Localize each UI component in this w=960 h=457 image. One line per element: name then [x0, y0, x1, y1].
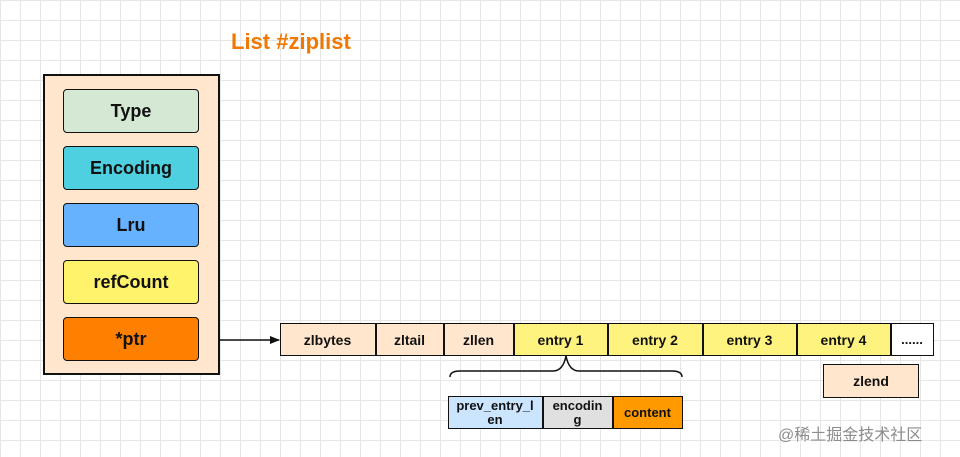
entry-4-cell: entry 4: [796, 323, 891, 356]
zltail-cell: zltail: [375, 323, 444, 356]
entry-brace: [449, 355, 683, 378]
content-cell: content: [612, 396, 683, 429]
diagram-title: List #ziplist: [231, 29, 351, 54]
entry-1-cell: entry 1: [513, 323, 608, 356]
watermark: @稀土掘金技术社区: [778, 427, 923, 444]
prev-entry-len-cell: prev_entry_len: [447, 396, 543, 429]
ellipsis-cell: ......: [890, 323, 934, 356]
encoding-field: Encoding: [63, 146, 199, 190]
ptr-field: *ptr: [63, 317, 199, 361]
refcount-field: refCount: [63, 260, 199, 304]
type-field: Type: [63, 89, 199, 133]
entry-3-cell: entry 3: [702, 323, 797, 356]
zlend-box: zlend: [823, 364, 919, 398]
encoding-sub-cell: encoding: [542, 396, 613, 429]
lru-field: Lru: [63, 203, 199, 247]
zllen-cell: zllen: [443, 323, 514, 356]
zlbytes-cell: zlbytes: [279, 323, 376, 356]
entry-2-cell: entry 2: [607, 323, 703, 356]
